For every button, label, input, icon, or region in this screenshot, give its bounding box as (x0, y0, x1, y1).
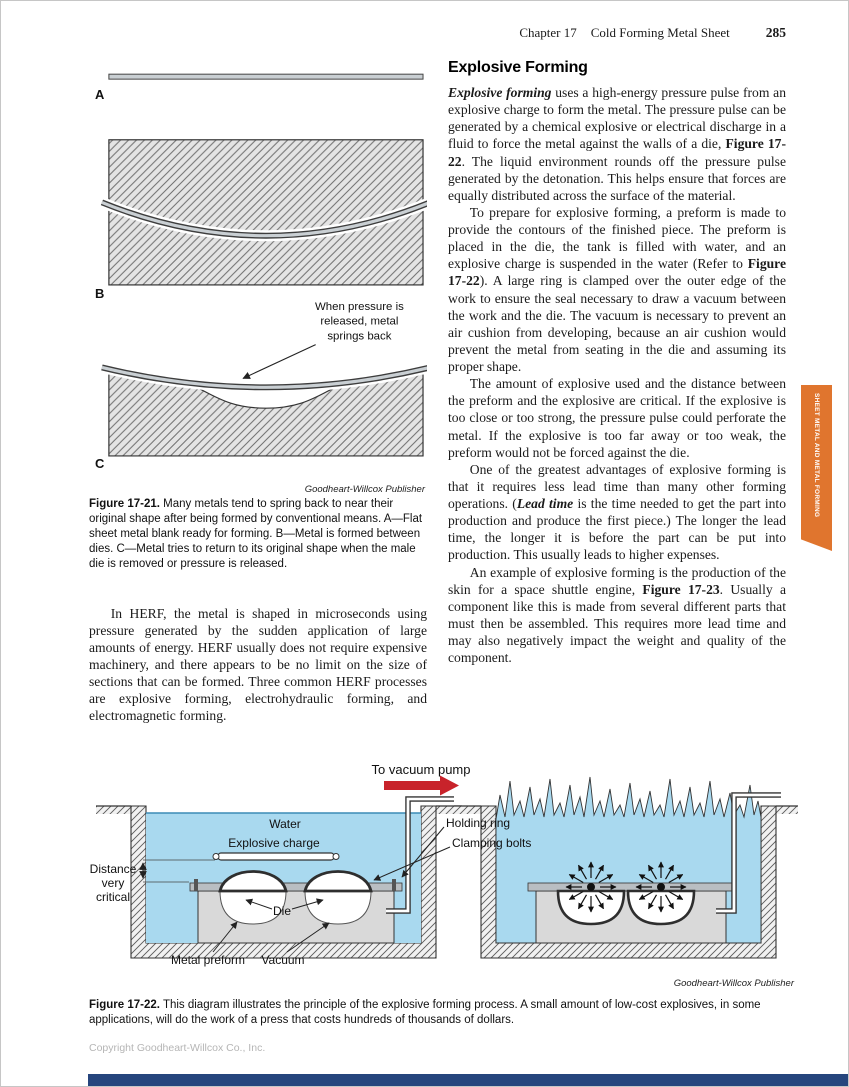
paragraph-5-text-2: . Usually a component like this is made … (448, 581, 786, 666)
section-edge-tab: SHEET METAL AND METAL FORMING (801, 385, 832, 551)
right-tank (454, 776, 798, 959)
figure-17-22-caption-label: Figure 17-22. (89, 998, 160, 1011)
page-number: 285 (765, 25, 786, 40)
figure-17-22-diagram: To vacuum pump Water Explosive charge Ho… (90, 762, 798, 967)
label-distance-1: Distance (90, 862, 137, 876)
paragraph-1: Explosive forming uses a high-energy pre… (448, 84, 786, 204)
herf-paragraph: In HERF, the metal is shaped in microsec… (89, 605, 427, 724)
annotation-line-2: released, metal (320, 316, 398, 328)
paragraph-3: The amount of explosive used and the dis… (448, 376, 786, 460)
dies-with-sheet-b (99, 139, 433, 286)
annotation-line-1: When pressure is (315, 301, 404, 313)
paragraph-2-text-2: ). A large ring is clamped over the oute… (448, 273, 786, 374)
paragraph-4-text: One of the greatest advantages of explos… (448, 461, 786, 511)
figure-labels: To vacuum pump Water Explosive charge Ho… (90, 762, 532, 967)
paragraph-1-text: uses a high-energy pressure pulse from a… (448, 85, 786, 152)
chapter-number: Chapter 17 (519, 25, 577, 40)
figure-17-22-caption: Figure 17-22. This diagram illustrates t… (89, 998, 793, 1029)
label-clamping-bolts: Clamping bolts (452, 836, 531, 850)
label-a: A (95, 87, 104, 102)
term-lead-time: Lead time (516, 496, 574, 511)
label-metal-preform: Metal preform (171, 953, 245, 967)
vacuum-pipe (386, 796, 454, 914)
annotation-line-3: springs back (327, 331, 391, 343)
label-to-vacuum-pump: To vacuum pump (372, 762, 471, 777)
section-edge-tab-label: SHEET METAL AND METAL FORMING (813, 393, 820, 518)
metal-preform-domes (218, 870, 373, 893)
right-column: Explosive Forming Explosive forming uses… (448, 59, 786, 666)
section-heading: Explosive Forming (448, 59, 588, 76)
figure-17-21-caption-label: Figure 17-21. (89, 498, 160, 510)
holding-ring (189, 879, 403, 892)
vacuum-pump-arrow (384, 775, 459, 796)
paragraph-2: To prepare for explosive forming, a pref… (448, 204, 786, 375)
paragraph-5-text: An example of explosive forming is the p… (448, 564, 786, 597)
figure-17-22-credit: Goodheart-Willcox Publisher (673, 978, 794, 989)
label-vacuum: Vacuum (261, 953, 304, 967)
running-head: Chapter 17 Cold Forming Metal Sheet 285 (448, 25, 786, 41)
figure-17-21-caption-text: Many metals tend to spring back to near … (89, 498, 423, 570)
figure-ref-17-23: Figure 17-23 (642, 581, 720, 597)
label-b: B (95, 286, 104, 301)
die-with-sprung-sheet-c (100, 362, 432, 457)
figure-17-22-caption-text: This diagram illustrates the principle o… (89, 998, 761, 1027)
figure-ref-17-22b: Figure 17-22 (448, 256, 786, 289)
paragraph-5: An example of explosive forming is the p… (448, 564, 786, 667)
label-c: C (95, 456, 104, 471)
figure-17-21-caption: Figure 17-21. Many metals tend to spring… (89, 497, 427, 572)
term-explosive-forming: Explosive forming (448, 85, 552, 100)
label-die: Die (273, 904, 291, 918)
left-column: A B When pressure is released, metal spr… (89, 67, 433, 725)
paragraph-4-text-2: is the time needed to get the part into … (448, 496, 787, 563)
figure-17-22: To vacuum pump Water Explosive charge Ho… (86, 761, 798, 989)
explosive-charge (212, 852, 340, 861)
blank-sheet-a (108, 73, 424, 80)
figure-ref-17-22: Figure 17-22 (448, 136, 786, 169)
paragraph-4: One of the greatest advantages of explos… (448, 461, 786, 564)
springback-annotation: When pressure is released, metal springs… (242, 301, 404, 379)
label-holding-ring: Holding ring (446, 816, 510, 830)
label-distance-2: very (102, 876, 125, 890)
copyright-notice: Copyright Goodheart-Willcox Co., Inc. (89, 1042, 266, 1054)
label-distance-3: critical (96, 890, 130, 904)
figure-17-21-diagram: A B When pressure is released, metal spr… (95, 73, 433, 471)
paragraph-2-text: To prepare for explosive forming, a pref… (448, 204, 786, 272)
page-bottom-bar (88, 1074, 848, 1086)
figure-17-21-credit: Goodheart-Willcox Publisher (304, 484, 425, 495)
label-explosive-charge: Explosive charge (228, 836, 320, 850)
chapter-title: Cold Forming Metal Sheet (590, 25, 730, 40)
die-cavities (219, 890, 372, 925)
label-water: Water (269, 817, 301, 831)
paragraph-1-text-2: . The liquid environment rounds off the … (448, 153, 786, 203)
